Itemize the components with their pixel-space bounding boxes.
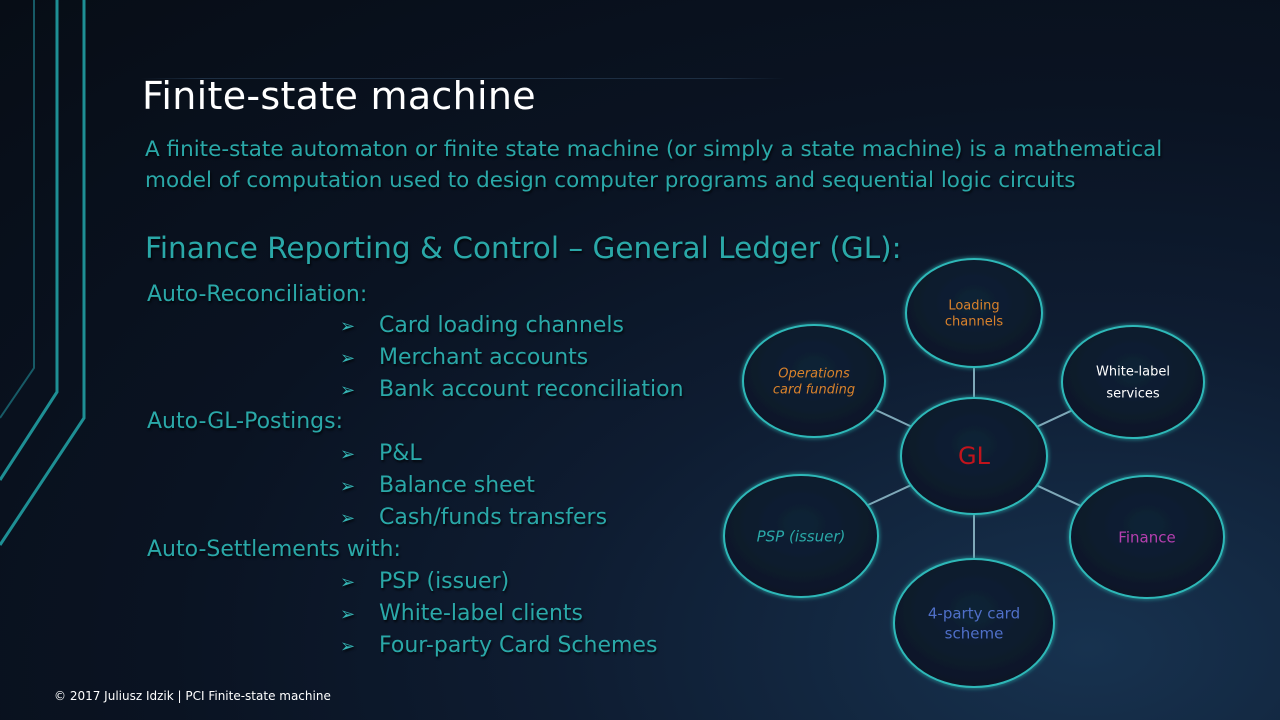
list-item: ➢ Cash/funds transfers bbox=[340, 505, 607, 530]
arrow-bullet-icon: ➢ bbox=[340, 348, 356, 369]
diagram-node-label: PSP (issuer) bbox=[757, 527, 846, 545]
arrow-bullet-icon: ➢ bbox=[340, 476, 356, 497]
list-item: ➢ Card loading channels bbox=[340, 313, 624, 338]
diagram-node bbox=[893, 558, 1055, 688]
diagram-node-label: 4-party card scheme bbox=[928, 604, 1020, 642]
diagram-node-label-line: 4-party card bbox=[928, 604, 1020, 622]
arrow-bullet-icon: ➢ bbox=[340, 316, 356, 337]
list-item: ➢ Balance sheet bbox=[340, 473, 535, 498]
diagram-node-label-line: White-label bbox=[1096, 365, 1170, 380]
diagram-node bbox=[1069, 475, 1225, 599]
diagram-node bbox=[1061, 325, 1205, 439]
list-item: ➢ Four-party Card Schemes bbox=[340, 633, 657, 658]
diagram-node bbox=[723, 474, 879, 598]
arrow-bullet-icon: ➢ bbox=[340, 572, 356, 593]
decorative-lines bbox=[0, 0, 86, 546]
list-item-label: Four-party Card Schemes bbox=[379, 633, 658, 658]
list-item-label: Bank account reconciliation bbox=[379, 377, 684, 402]
diagram-node-label-line: services bbox=[1106, 387, 1160, 402]
section-heading: Finance Reporting & Control – General Le… bbox=[145, 231, 902, 265]
diagram-node-label-line: PSP (issuer) bbox=[757, 527, 846, 545]
connector-line bbox=[1036, 484, 1082, 507]
arrow-bullet-icon: ➢ bbox=[340, 380, 356, 401]
diagram-node-label-line: Loading bbox=[948, 299, 999, 314]
slide-title: Finite-state machine bbox=[142, 74, 536, 118]
diagram-node-label-line: Operations bbox=[778, 367, 850, 382]
diagram-node bbox=[742, 324, 886, 438]
list-item-label: Cash/funds transfers bbox=[379, 505, 608, 530]
diagram-center-node bbox=[900, 397, 1048, 515]
definition-text: A finite-state automaton or finite state… bbox=[145, 137, 1163, 193]
list-item-label: PSP (issuer) bbox=[379, 569, 510, 594]
list-item: ➢ Bank account reconciliation bbox=[340, 377, 684, 402]
connector-line bbox=[1036, 409, 1073, 428]
list-item: ➢ PSP (issuer) bbox=[340, 569, 509, 594]
title-rule bbox=[140, 78, 785, 79]
list-item: ➢ P&L bbox=[340, 441, 422, 466]
group-heading-settlements: Auto-Settlements with: bbox=[147, 537, 401, 562]
diagram-node-label-line: Finance bbox=[1118, 528, 1175, 546]
diagram-node-label: White-label services bbox=[1096, 365, 1170, 402]
list-item-label: Balance sheet bbox=[379, 473, 535, 498]
list-item-label: P&L bbox=[379, 441, 422, 466]
diagram-node-label: Finance bbox=[1118, 528, 1175, 546]
arrow-bullet-icon: ➢ bbox=[340, 444, 356, 465]
connector-line bbox=[874, 408, 912, 428]
list-item: ➢ White-label clients bbox=[340, 601, 583, 626]
group-heading-gl-postings: Auto-GL-Postings: bbox=[147, 409, 344, 434]
list-item-label: Merchant accounts bbox=[379, 345, 589, 370]
arrow-bullet-icon: ➢ bbox=[340, 604, 356, 625]
list-item: ➢ Merchant accounts bbox=[340, 345, 588, 370]
arrow-bullet-icon: ➢ bbox=[340, 508, 356, 529]
group-heading-reconciliation: Auto-Reconciliation: bbox=[147, 282, 368, 307]
diagram-node bbox=[905, 258, 1043, 368]
diagram-node-label-line: card funding bbox=[773, 383, 855, 398]
list-item-label: Card loading channels bbox=[379, 313, 625, 338]
footer-text: © 2017 Juliusz Idzik | PCI Finite-state … bbox=[54, 689, 331, 703]
diagram-node-label-line: channels bbox=[945, 315, 1003, 330]
connector-line bbox=[867, 484, 912, 507]
arrow-bullet-icon: ➢ bbox=[340, 636, 356, 657]
diagram-center-label: GL bbox=[958, 442, 991, 470]
list-item-label: White-label clients bbox=[379, 601, 583, 626]
diagram-node-label-line: scheme bbox=[945, 624, 1004, 642]
